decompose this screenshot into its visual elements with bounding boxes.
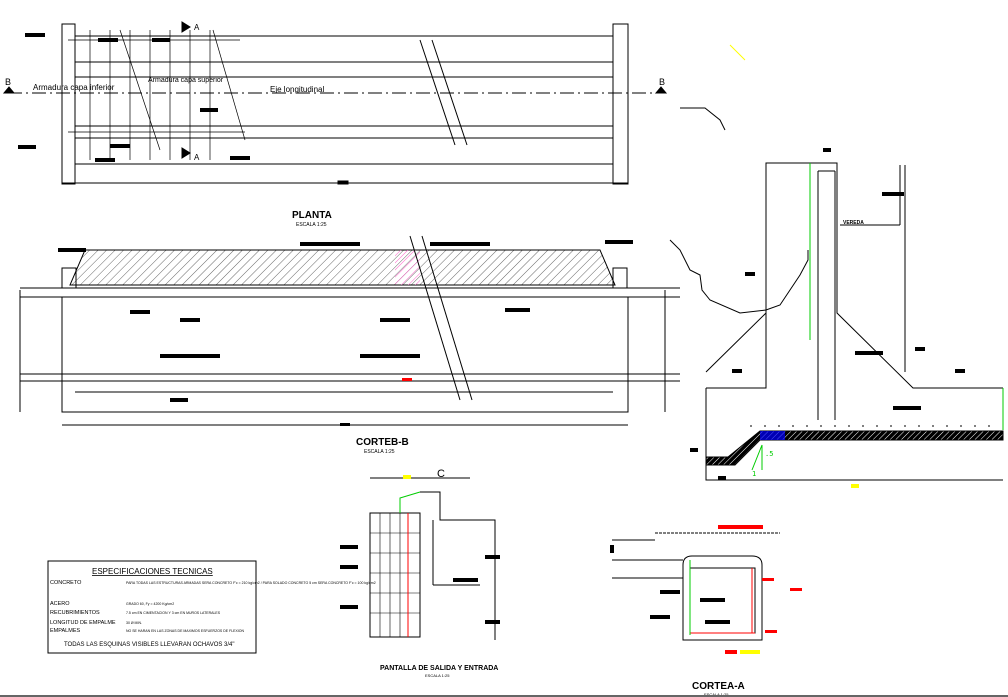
spec-value-recubrimientos: 7.5 cm EN CIMENTACION Y 3 cm EN MUROS LA… xyxy=(126,611,221,615)
spec-label-recubrimientos: RECUBRIMIENTOS xyxy=(50,610,100,616)
axis-mark-c: C xyxy=(437,468,445,480)
section-mark-b-right: B xyxy=(659,77,665,87)
section-b-title: CORTEB-B xyxy=(356,437,409,448)
section-a-scale: ESCALA 1:25 xyxy=(704,692,729,697)
spec-label-concreto: CONCRETO xyxy=(50,580,82,586)
screen-detail: C PANTALLA DE SALIDA Y ENTRADA ESCALA 1:… xyxy=(340,468,500,678)
spec-value-empalmes: NO SE HARAN EN LAS ZONAS DE MAXIMOS ESFU… xyxy=(126,629,245,633)
spec-label-empalmes: EMPALMES xyxy=(50,628,80,634)
spec-value-acero: GRADO 60, Fy = 4200 Kg/cm2 xyxy=(126,602,174,606)
spec-label-acero: ACERO xyxy=(50,601,70,607)
label-bottom-layer: Armadura capa inferior xyxy=(33,83,115,92)
specs-footer: TODAS LAS ESQUINAS VISIBLES LLEVARAN OCH… xyxy=(64,642,235,648)
screen-title: PANTALLA DE SALIDA Y ENTRADA xyxy=(380,665,498,672)
section-a-title: CORTEA-A xyxy=(692,681,745,692)
wall-section: .5 1 VEREDA xyxy=(669,44,1004,488)
specs-table: ESPECIFICACIONES TECNICAS CONCRETO PARA … xyxy=(47,560,376,654)
label-vereda: VEREDA xyxy=(843,220,864,226)
screen-scale: ESCALA 1:25 xyxy=(425,673,450,678)
spec-value-longitud: 30 Ø MIN. xyxy=(126,621,142,625)
spec-label-longitud: LONGITUD DE EMPALME xyxy=(50,620,116,626)
section-b-scale: ESCALA 1:25 xyxy=(364,449,395,455)
label-axis: Eje longitudinal xyxy=(270,85,324,94)
plan-view: B B A A Armadura capa inferior Armadura … xyxy=(2,21,668,228)
slope-run: 1 xyxy=(752,470,756,478)
section-mark-a-bottom: A xyxy=(194,153,200,162)
specs-title: ESPECIFICACIONES TECNICAS xyxy=(92,567,213,576)
section-mark-a-top: A xyxy=(194,23,200,32)
plan-scale: ESCALA 1:25 xyxy=(296,222,327,228)
slope-rise: .5 xyxy=(765,450,773,458)
section-mark-b-left: B xyxy=(5,77,11,87)
label-top-layer: Armadura capa superior xyxy=(148,77,224,84)
section-a: CORTEA-A ESCALA 1:25 xyxy=(610,525,802,697)
section-b: CORTEB-B ESCALA 1:25 xyxy=(19,235,680,455)
spec-value-concreto: PARA TODAS LAS ESTRUCTURAS ARMADAS SERA … xyxy=(126,581,376,585)
plan-title: PLANTA xyxy=(292,210,332,221)
